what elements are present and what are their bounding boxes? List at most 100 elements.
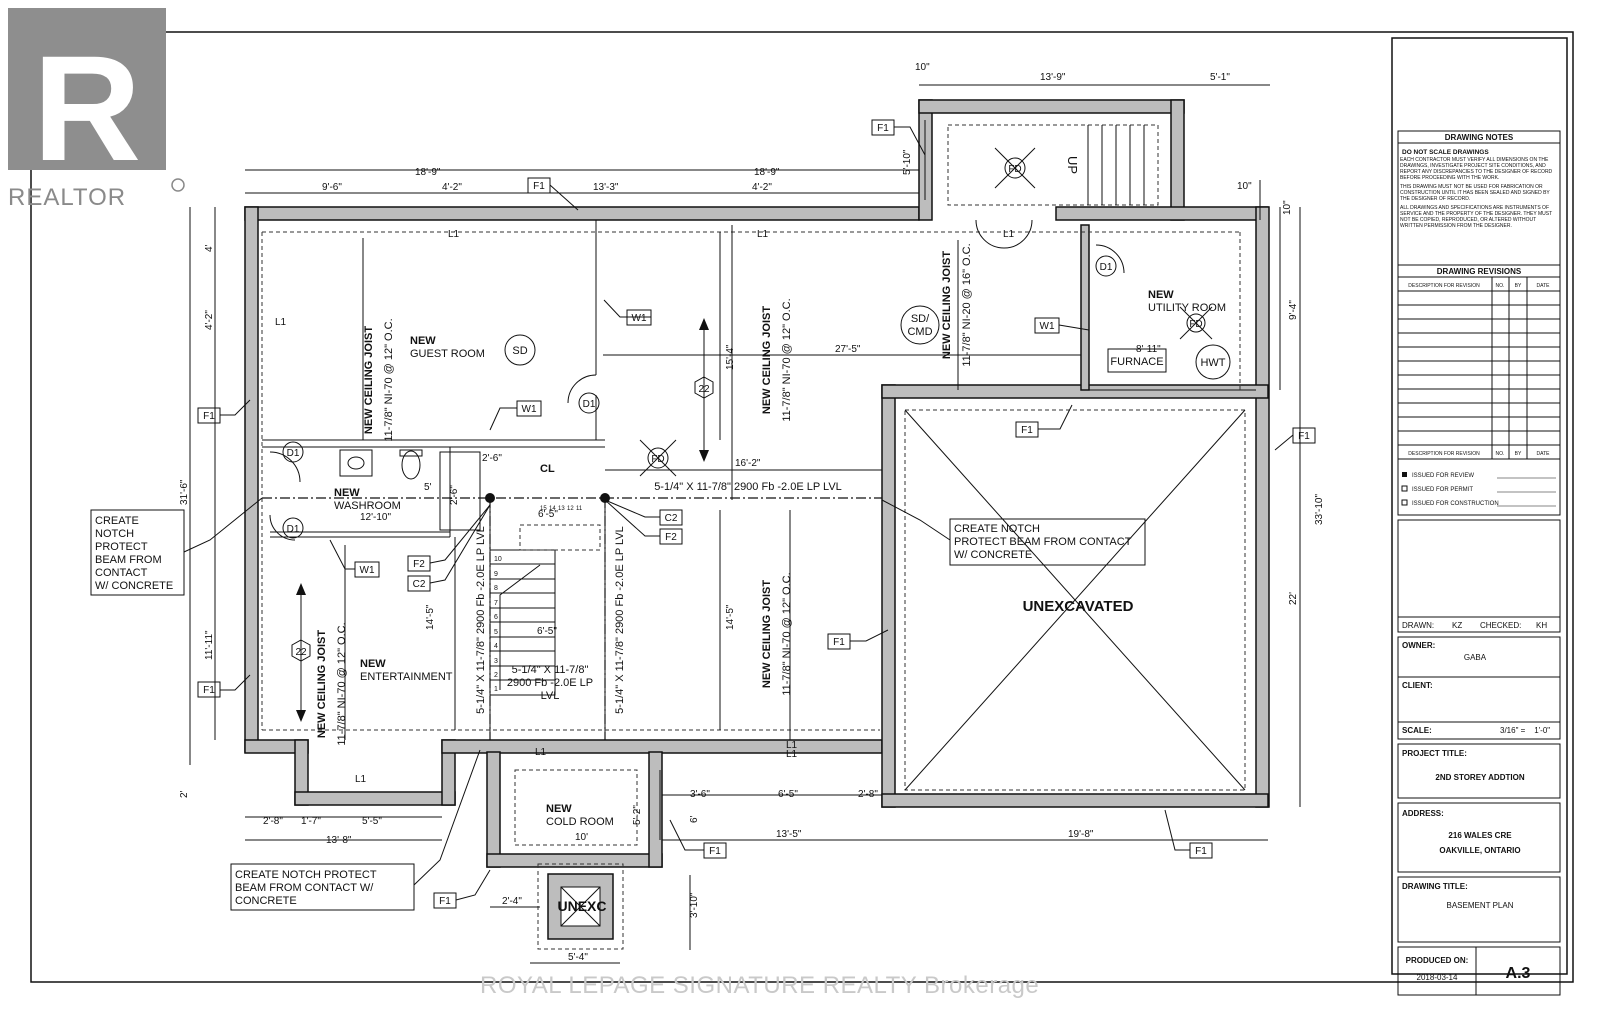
label-f2: F2 [413,559,425,570]
registered-mark-icon [171,178,185,192]
label-fd-stair: FD [1008,164,1021,175]
unexc-box [537,863,624,950]
tb-project-label: PROJECT TITLE: [1402,749,1467,758]
tb-drawing-title-value: BASEMENT PLAN [1447,901,1514,910]
realtor-logo-mark: R [33,24,141,192]
stair-step-1: 1 [494,686,498,693]
tb-issued-construction: ISSUED FOR CONSTRUCTION [1412,501,1499,507]
dim-mid-12-10: 12'-10" [360,512,391,523]
label-l1: L1 [535,747,547,758]
smoke-detector-guest: SD [504,334,536,366]
note-box-bottom [230,863,415,911]
label-d1: D1 [583,399,596,410]
note-bottom-line-2: BEAM FROM CONTACT W/ [235,882,374,894]
dim-top-5-1: 5'-1" [1210,72,1230,83]
room-unexcavated: UNEXCAVATED [1023,598,1134,615]
joist-ent-spec: 11-7/8" NI-70 @ 12" O.C. [336,622,348,745]
tb-col-date: DATE [1537,283,1551,289]
footing-f2-tag-icon: F2 [407,555,431,572]
lintel-labels: L1 L1 L1 L1 L1 L1 L1 L1 [275,229,1015,785]
label-sd-cmd-1: SD/ [911,313,930,325]
label-d1: D1 [287,524,300,535]
dim-bot-2-8b: 2'-8" [858,789,878,800]
dim-bot-2-8a: 2'-8" [263,816,283,827]
note-left-line-1: CREATE [95,515,139,527]
label-f1: F1 [203,411,215,422]
room-washroom-name: WASHROOM [334,500,401,512]
label-f1: F1 [439,896,451,907]
title-block-border [1391,37,1568,975]
dim-mid-27-5: 27'-5" [835,344,861,355]
label-f1: F1 [709,846,721,857]
floor-drain-icon: FD [994,147,1036,189]
room-utility-new: NEW [1148,289,1174,301]
dim-mid-15-4: 15'-4" [725,344,736,370]
label-w1: W1 [1040,321,1055,332]
tb-notes-title: DRAWING NOTES [1445,133,1514,142]
dim-bot-5-5: 5'-5" [362,816,382,827]
tb-scale-label: SCALE: [1402,726,1432,735]
room-guest-new: NEW [410,335,436,347]
footing-f2-tag-icon: F2 [659,528,683,545]
label-l1: L1 [786,740,798,751]
tb-sheet-number: A.3 [1506,965,1531,982]
span-arrow-icon: 22 [694,318,714,462]
footing-tag-icon: F1 [1189,842,1213,859]
tb-address-2: OAKVILLE, ONTARIO [1439,846,1520,855]
dim-left-2: 2' [179,790,190,798]
label-l1: L1 [448,229,460,240]
dim-top-18-9a: 18'-9" [415,167,441,178]
tb-address-label: ADDRESS: [1402,809,1444,818]
tb-project-value: 2ND STOREY ADDTION [1435,773,1524,782]
dim-mid-6-5b: 6'-5" [537,626,557,637]
label-f1: F1 [1021,425,1033,436]
beam-stair-spec-2: 2900 Fb -2.0E LP [507,677,593,689]
leader-lines [329,299,1090,570]
tb-notes-p2: THIS DRAWING MUST NOT BE USED FOR FABRIC… [1400,184,1550,202]
beam-stair-spec-3: LVL [541,690,560,702]
dim-right-10b: 10" [1282,200,1293,215]
room-guest-name: GUEST ROOM [410,348,485,360]
label-f2: F2 [665,532,677,543]
room-cold-new: NEW [546,803,572,815]
stair-step-7: 7 [494,600,498,607]
tb-checked-value: KH [1536,621,1547,630]
note-left-line-5: CONTACT [95,567,148,579]
dim-mid-5: 5' [424,482,432,493]
room-cold-name: COLD ROOM [546,816,614,828]
dim-bot-6-5: 6'-5" [778,789,798,800]
label-fd-utility: FD [1189,319,1202,330]
stair-step-14: 14 [549,506,556,512]
footing-tag-icon: F1 [703,842,727,859]
label-d1: D1 [1100,262,1113,273]
dim-top-9-6: 9'-6" [322,182,342,193]
stair-step-11: 11 [576,506,583,512]
tb-address-1: 216 WALES CRE [1448,831,1512,840]
beam-lines [262,493,882,740]
dim-right-9-4: 9'-4" [1288,300,1299,320]
dim-top-4-2a: 4'-2" [442,182,462,193]
dim-top-4-2b: 4'-2" [752,182,772,193]
footing-tag-icon: F1 [197,681,221,698]
dim-mid-2-6a: 2'-6" [482,453,502,464]
dim-top-13-9: 13'-9" [1040,72,1066,83]
realtor-logo-text: REALTOR [8,184,126,211]
label-sd-cmd-2: CMD [907,326,932,338]
tb-col-date-2: DATE [1537,451,1551,457]
label-w1: W1 [632,313,647,324]
washroom-fixtures [339,449,481,531]
tb-revisions-title: DRAWING REVISIONS [1437,267,1522,276]
dim-left-11-11: 11'-11" [204,630,215,660]
room-utility-name: UTILITY ROOM [1148,302,1226,314]
dim-bot-10: 10' [575,832,588,843]
tb-produced-value: 2018-03-14 [1417,973,1458,982]
walls [244,99,1270,868]
label-c2: C2 [665,513,678,524]
dim-bot-13-5: 13'-5" [776,829,802,840]
tb-drawn-value: KZ [1452,621,1462,630]
dim-top-18-9b: 18'-9" [754,167,780,178]
beam-left-spec: 5-1/4" X 11-7/8" 2900 Fb -2.0E LP LVL [475,526,487,714]
dim-top-10: 10" [915,62,930,73]
tb-col-by-2: BY [1515,451,1522,457]
window-tag-icon: W1 [1034,317,1060,334]
